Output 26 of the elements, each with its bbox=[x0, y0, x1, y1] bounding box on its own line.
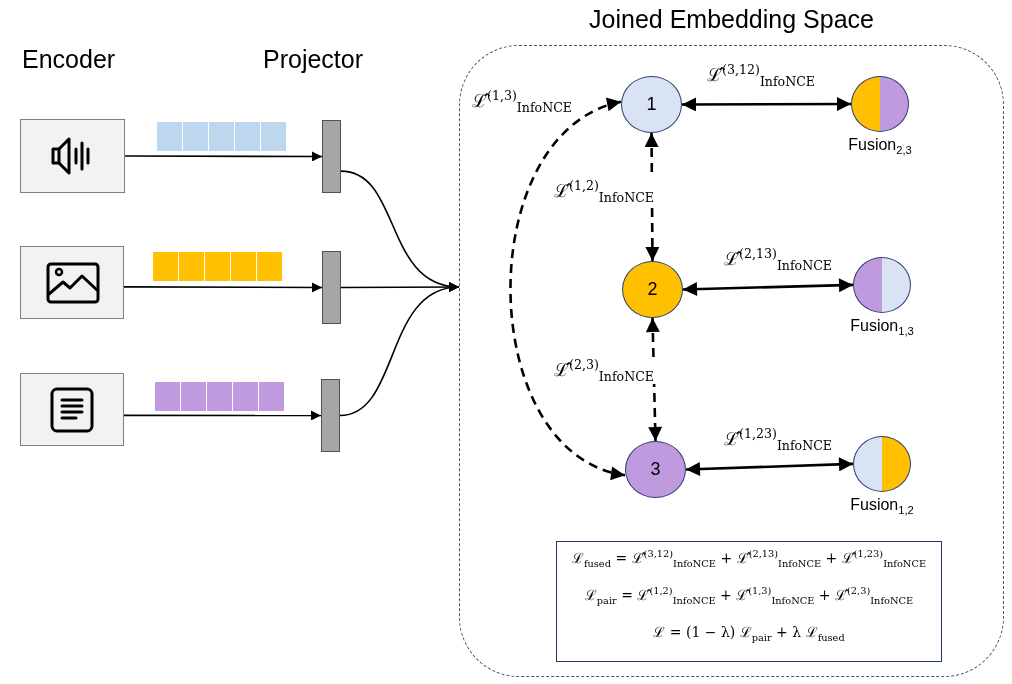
arrow bbox=[339, 283, 460, 417]
dashed-arrow bbox=[509, 100, 626, 478]
encoder-box bbox=[20, 119, 125, 193]
fusion-label: Fusion$_{1,3}$ bbox=[849, 317, 915, 338]
arrow bbox=[123, 282, 323, 293]
projector-bar bbox=[321, 379, 340, 452]
node-circle: 3 bbox=[625, 441, 686, 498]
projector-bar bbox=[322, 120, 341, 193]
arrow bbox=[123, 410, 322, 421]
column-heading: Encoder bbox=[22, 45, 116, 74]
formula-box bbox=[556, 541, 942, 662]
arrow bbox=[682, 97, 851, 112]
fusion-label: Fusion$_{1,2}$ bbox=[849, 496, 915, 517]
encoder-box bbox=[20, 373, 124, 446]
node-circle: 2 bbox=[622, 261, 683, 318]
formula-line: ℒ = (1 − λ) ℒ$_{pair}$ + λ ℒ$_{fused}$ bbox=[652, 623, 846, 643]
arrow bbox=[682, 278, 854, 297]
encoder-box bbox=[20, 246, 124, 319]
arrow bbox=[685, 457, 854, 477]
column-heading: Projector bbox=[263, 45, 364, 74]
fusion-label: Fusion$_{2,3}$ bbox=[847, 136, 913, 157]
arrow bbox=[124, 151, 323, 162]
projector-bar bbox=[322, 251, 341, 324]
node-circle: 1 bbox=[621, 76, 682, 133]
region-title: Joined Embedding Space bbox=[588, 5, 875, 34]
dashed-arrow bbox=[645, 317, 663, 442]
